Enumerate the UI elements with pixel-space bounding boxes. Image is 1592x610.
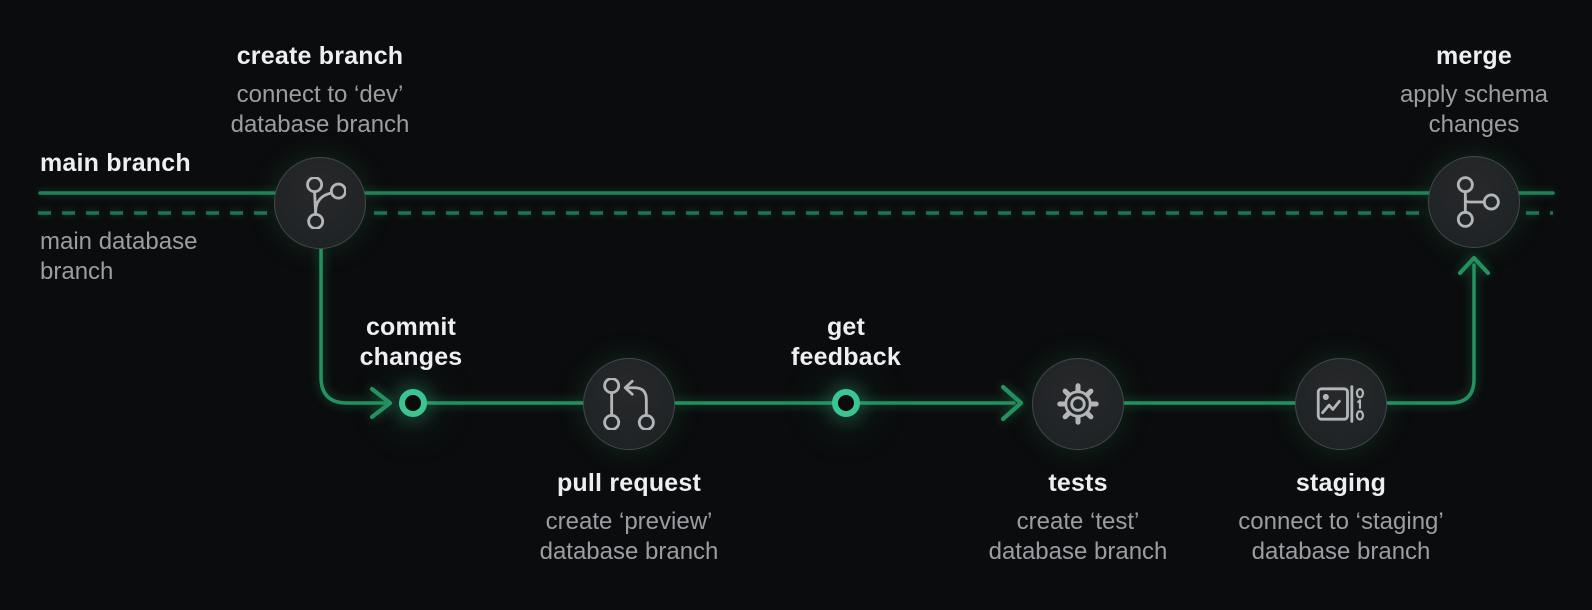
subtitle-line: connect to ‘staging’ <box>1238 508 1444 535</box>
title-line: get <box>826 313 866 341</box>
label-tests: tests create ‘test’ database branch <box>928 468 1228 567</box>
subtitle-line: database branch <box>230 111 410 138</box>
arrow-right-icon <box>1000 384 1024 422</box>
step-title: tests <box>1048 469 1108 497</box>
subtitle-line: database branch <box>988 538 1168 565</box>
step-title: merge <box>1435 42 1513 70</box>
subtitle-line: database branch <box>539 538 719 565</box>
schema-diff-icon <box>1316 385 1365 423</box>
subtitle-line: create ‘test’ <box>1016 508 1140 535</box>
step-subtitle: connect to ‘staging’ database branch <box>1181 507 1501 567</box>
lane-subtitle: main database branch <box>40 227 340 287</box>
node-pull-request <box>583 358 675 450</box>
branch-up-to-merge-path <box>1384 263 1476 405</box>
commit-point <box>399 389 427 417</box>
label-commit-changes: commit changes <box>301 312 521 372</box>
feedback-point <box>832 389 860 417</box>
label-create-branch: create branch connect to ‘dev’ database … <box>160 41 480 140</box>
node-create-branch <box>274 157 366 249</box>
subtitle-line: database branch <box>1251 538 1431 565</box>
step-subtitle: create ‘preview’ database branch <box>479 507 779 567</box>
label-main-database-branch: main database branch <box>40 227 340 287</box>
label-pull-request: pull request create ‘preview’ database b… <box>479 468 779 567</box>
subtitle-line: branch <box>40 258 114 285</box>
gear-icon <box>1057 383 1099 425</box>
git-pull-request-icon <box>603 378 655 430</box>
subtitle-line: connect to ‘dev’ <box>236 81 404 108</box>
label-staging: staging connect to ‘staging’ database br… <box>1181 468 1501 567</box>
title-line: changes <box>359 343 463 371</box>
subtitle-line: changes <box>1428 111 1520 138</box>
subtitle-line: main database <box>40 228 198 255</box>
step-subtitle: apply schema changes <box>1334 80 1592 140</box>
label-get-feedback: get feedback <box>736 312 956 372</box>
lane-title: main branch <box>40 149 191 177</box>
git-branch-icon <box>306 177 346 229</box>
subtitle-line: create ‘preview’ <box>545 508 713 535</box>
subtitle-line: apply schema <box>1399 81 1549 108</box>
main-lane-lines <box>38 191 1555 215</box>
node-merge <box>1428 156 1520 248</box>
step-title: create branch <box>236 42 404 70</box>
step-subtitle: create ‘test’ database branch <box>928 507 1228 567</box>
node-staging <box>1295 358 1387 450</box>
step-subtitle: connect to ‘dev’ database branch <box>160 80 480 140</box>
step-title: get feedback <box>736 312 956 372</box>
git-merge-icon <box>1456 176 1500 228</box>
step-title: pull request <box>556 469 702 497</box>
title-line: commit <box>365 313 457 341</box>
step-title: commit changes <box>301 312 521 372</box>
label-merge: merge apply schema changes <box>1334 41 1592 140</box>
label-main-branch: main branch <box>40 148 340 178</box>
node-tests <box>1032 358 1124 450</box>
step-title: staging <box>1295 469 1387 497</box>
arrow-up-icon <box>1457 255 1491 276</box>
title-line: feedback <box>791 343 901 371</box>
arrow-right-icon <box>369 386 393 420</box>
